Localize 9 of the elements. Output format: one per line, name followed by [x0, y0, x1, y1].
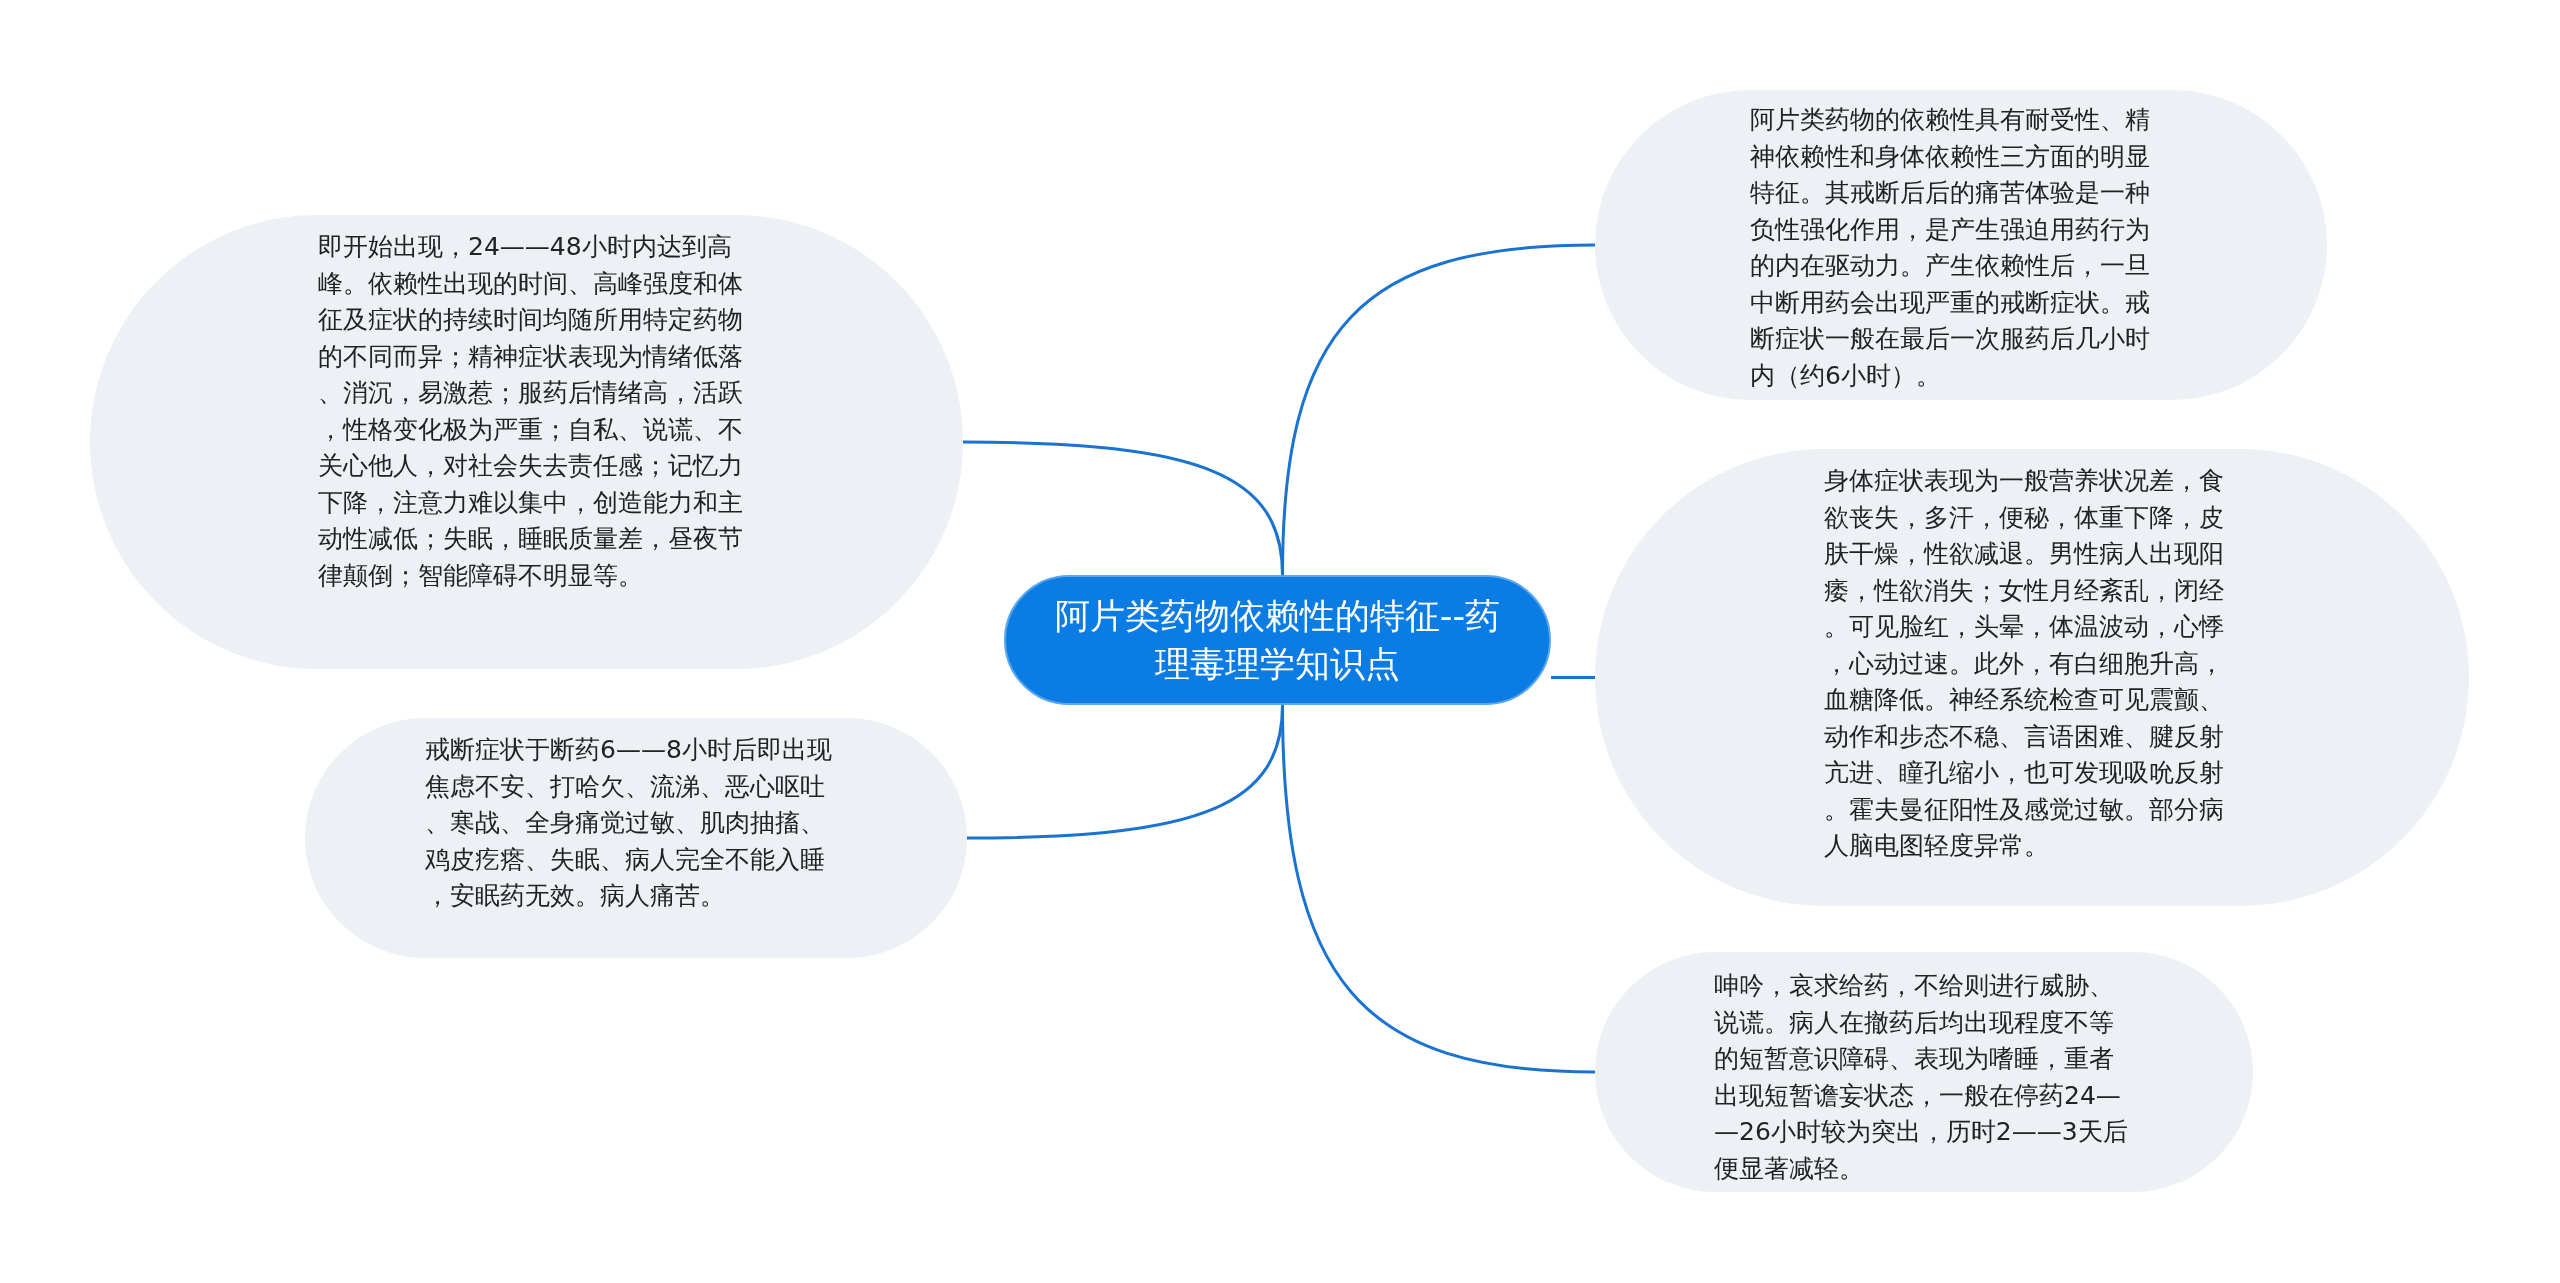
topic-text: 呻吟，哀求给药，不给则进行威胁、说谎。病人在撤药后均出现程度不等的短暂意识障碍、表现为嗜睡，重者出现短暂谵妄状态，一般在停药24——26小时较为突出，历时2——3天后便显著减轻。: [1714, 970, 2129, 1185]
connector-line: [963, 440, 1284, 576]
connector-line: [1551, 676, 1595, 679]
topic-text: 阿片类药物的依赖性具有耐受性、精神依赖性和身体依赖性三方面的明显特征。其戒断后后的痛苦体验是一种负性强化作用，是产生强迫用药行为的内在驱动力。产生依赖性后，一旦中断用药会出现严重的戒断症状。戒断症状一般在最后一次服药后几小时内（约6小时）。: [1750, 104, 2151, 392]
connector-line: [967, 704, 1284, 840]
topic-text: 身体症状表现为一般营养状况差，食欲丧失，多汗，便秘，体重下降，皮肤干燥，性欲减退。男性病人出现阳痿，性欲消失；女性月经紊乱，闭经。可见脸红，头晕，体温波动，心悸，心动过速。此外，有白细胞升高，血糖降低。神经系统检查可见震颤、动作和步态不稳、言语困难、腱反射亢进、瞳孔缩小，也可发现吸吮反射。霍夫曼征阳性及感觉过敏。部分病人脑电图轻度异常。: [1824, 465, 2225, 862]
topic-text: 戒断症状于断药6——8小时后即出现焦虑不安、打哈欠、流涕、恶心呕吐、寒战、全身痛觉过敏、肌肉抽搐、鸡皮疙瘩、失眠、病人完全不能入睡，安眠药无效。病人痛苦。: [425, 734, 833, 912]
topic-text: 即开始出现，24——48小时内达到高峰。依赖性出现的时间、高峰强度和体征及症状的持续时间均随所用特定药物的不同而异；精神症状表现为情绪低落、消沉，易激惹；服药后情绪高，活跃，性格变化极为严重；自私、说谎、不关心他人，对社会失去责任感；记忆力下降，注意力难以集中，创造能力和主动性减低；失眠，睡眠质量差，昼夜节律颠倒；智能障碍不明显等。: [318, 231, 744, 592]
topic-title: 阿片类药物依赖性的特征--药理毒理学知识点: [1053, 595, 1502, 686]
